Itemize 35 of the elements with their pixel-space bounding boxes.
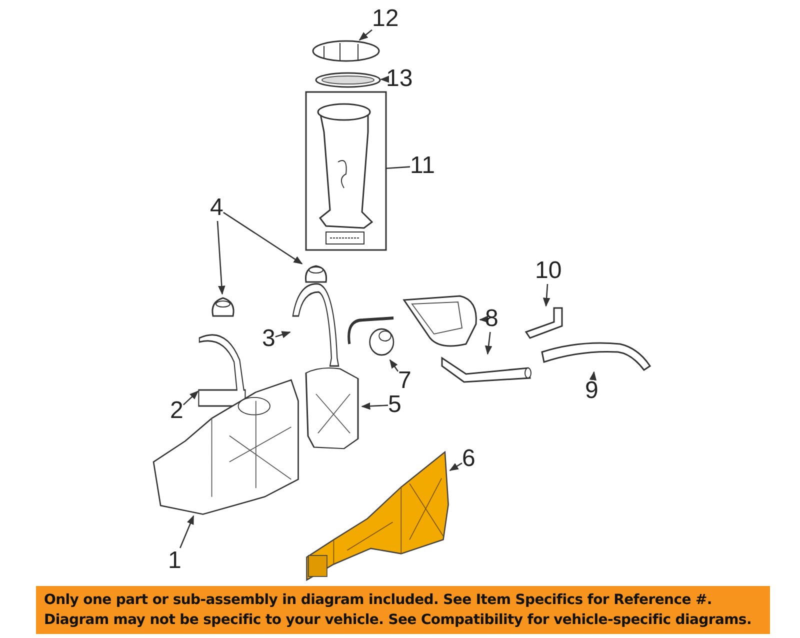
callout-number: 10 (535, 258, 562, 284)
strap-drawing (290, 280, 340, 368)
leader-line (386, 166, 410, 170)
seal-ring-drawing (315, 72, 381, 88)
leader-arrow (180, 515, 194, 548)
leader-arrow (275, 331, 291, 338)
leader-arrow (589, 371, 597, 381)
callout-number: 9 (585, 378, 598, 404)
leader-arrow (380, 76, 390, 83)
callout-number: 7 (398, 368, 412, 394)
filler-tube-drawing (440, 354, 532, 382)
callout-number: 6 (462, 446, 476, 472)
hose-drawing (524, 306, 566, 336)
leader-arrow (449, 462, 462, 471)
leader-arrow (389, 359, 399, 372)
leader-arrow (182, 390, 199, 406)
callout-number: 3 (262, 326, 276, 352)
callout-number: 1 (168, 548, 182, 574)
callout-number: 12 (372, 6, 399, 32)
callout-number: 11 (410, 153, 435, 179)
leader-arrow (542, 284, 550, 307)
leader-arrow (358, 29, 372, 41)
callout-number: 4 (210, 195, 224, 221)
fuel-pump-module-drawing (306, 92, 386, 250)
callout-number: 5 (388, 392, 402, 418)
callout-number: 13 (386, 66, 413, 92)
callout-number: 8 (485, 306, 498, 332)
leader-arrow (223, 212, 303, 264)
leader-arrow (216, 220, 226, 295)
notice-text: Only one part or sub-assembly in diagram included. See Item Specifics for Reference #. Diagram may not be specific to your vehicle. See Compatibility for vehicle-specific diagrams. (44, 591, 752, 630)
leader-arrow (479, 316, 488, 323)
leader-arrow (361, 402, 388, 410)
leader-arrow (484, 332, 492, 355)
callout-number: 2 (170, 398, 184, 424)
lock-ring-drawing (312, 40, 380, 62)
